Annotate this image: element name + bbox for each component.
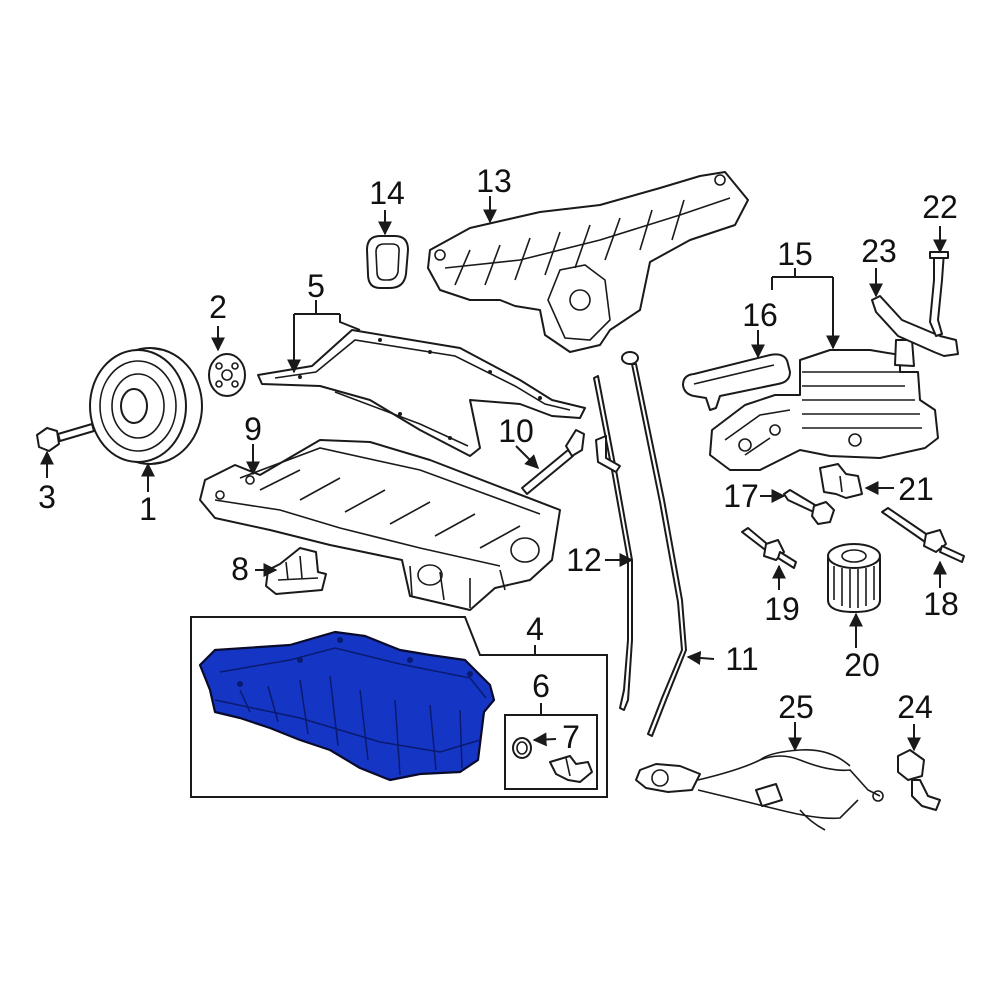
callout-4: 4 xyxy=(526,611,544,647)
callout-11: 11 xyxy=(725,641,758,677)
callout-20: 20 xyxy=(844,647,880,683)
drain-plug-group-box xyxy=(504,714,598,790)
wiring-harness-part[interactable] xyxy=(635,749,884,831)
callout-12: 12 xyxy=(566,542,602,578)
oil-pan-part[interactable] xyxy=(198,630,496,782)
callout-25: 25 xyxy=(778,689,814,725)
housing-stud-part[interactable] xyxy=(741,527,797,569)
callout-19: 19 xyxy=(764,591,800,627)
coolant-tube-part[interactable] xyxy=(929,251,949,337)
intake-manifold-part[interactable] xyxy=(427,171,749,353)
drain-plug-part[interactable] xyxy=(549,755,593,783)
mounting-stud-part[interactable] xyxy=(881,507,965,563)
callout-22: 22 xyxy=(922,189,958,225)
leader-lines xyxy=(40,196,947,752)
oil-pressure-switch-part[interactable] xyxy=(819,463,863,499)
oil-pump-bracket-part[interactable] xyxy=(265,547,327,595)
callout-16: 16 xyxy=(742,297,778,333)
lower-crankcase-part[interactable] xyxy=(199,439,561,611)
pulley-bolt-part[interactable] xyxy=(36,423,95,452)
callout-18: 18 xyxy=(923,586,959,622)
callout-7: 7 xyxy=(562,719,580,755)
callout-5: 5 xyxy=(307,268,325,304)
callout-24: 24 xyxy=(897,689,933,725)
callout-21: 21 xyxy=(898,471,934,507)
oil-pan-gasket-part[interactable] xyxy=(257,329,586,457)
pulley-washer-part[interactable] xyxy=(208,353,246,397)
callout-15: 15 xyxy=(777,236,813,272)
callout-13: 13 xyxy=(476,163,512,199)
callout-8: 8 xyxy=(231,551,249,587)
callout-3: 3 xyxy=(38,479,56,515)
callout-2: 2 xyxy=(209,289,227,325)
oil-cooler-housing-part[interactable] xyxy=(709,339,939,471)
callout-6: 6 xyxy=(532,668,550,704)
oil-pan-group xyxy=(190,616,608,798)
coolant-hose-part[interactable] xyxy=(871,295,959,357)
callout-14: 14 xyxy=(369,175,405,211)
callout-10: 10 xyxy=(498,413,534,449)
drain-plug-gasket-part[interactable] xyxy=(512,737,532,759)
oil-level-sensor-part[interactable] xyxy=(521,429,585,495)
callout-23: 23 xyxy=(861,233,897,269)
callout-1: 1 xyxy=(139,491,157,527)
housing-bolt-part[interactable] xyxy=(783,489,835,525)
oil-filter-part[interactable] xyxy=(827,543,881,613)
dipstick-part[interactable] xyxy=(621,351,687,737)
temperature-sensor-part[interactable] xyxy=(897,749,941,811)
callout-9: 9 xyxy=(244,411,262,447)
callout-17: 17 xyxy=(723,478,759,514)
throttle-body-gasket-part[interactable] xyxy=(366,235,409,289)
crank-pulley-part[interactable] xyxy=(89,347,203,465)
oil-cooler-seal-part[interactable] xyxy=(682,353,791,411)
